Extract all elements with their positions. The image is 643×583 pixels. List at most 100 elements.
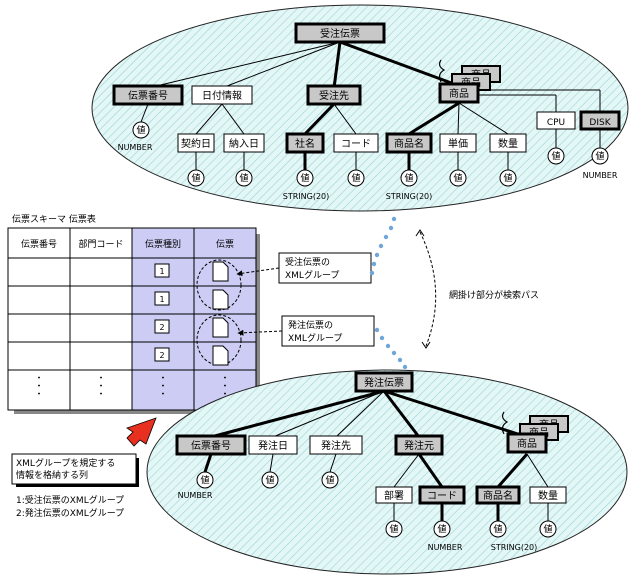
value-label: 値 (200, 474, 209, 486)
svg-text:数量: 数量 (498, 137, 518, 150)
value-label: 値 (389, 523, 398, 535)
top-node-product-name: 商品名 (385, 132, 433, 154)
bottom-node-dept: 部署 (375, 486, 413, 504)
bottom-node-supplier: 発注先 (309, 435, 363, 455)
table-caption: 伝票スキーマ 伝票表 (12, 213, 96, 225)
top-node-date-info-label: 日付情報 (202, 89, 242, 102)
svg-text:発注伝票の: 発注伝票の (288, 319, 333, 331)
svg-text:情報を格納する列: 情報を格納する列 (16, 469, 88, 481)
svg-text:数量: 数量 (538, 489, 558, 502)
bottom-node-quantity: 数量 (529, 486, 567, 504)
column-note: XMLグループを規定する 情報を格納する列 (11, 453, 139, 487)
svg-text:発注日: 発注日 (258, 439, 288, 452)
top-node-date-info: 日付情報 (191, 85, 253, 105)
top-node-contract-date: 契約日 (177, 133, 215, 153)
bottom-node-slip-no: 伝票番号 (175, 434, 247, 456)
svg-text:・・・: ・・・ (158, 374, 167, 400)
top-root-node: 受注伝票 (294, 22, 386, 44)
top-tree-lines (140, 40, 601, 170)
top-node-company-name: 社名 (285, 132, 325, 154)
svg-text:XMLグループ: XMLグループ (288, 332, 342, 344)
value-label: 値 (136, 124, 145, 136)
value-label: 値 (453, 172, 462, 184)
document-icon (212, 289, 229, 310)
type-label: NUMBER (118, 143, 153, 152)
top-node-unit-price: 単価 (439, 133, 477, 153)
bottom-node-product-name: 商品名 (475, 485, 521, 505)
svg-text:CPU: CPU (547, 118, 565, 128)
top-node-slip-no: 伝票番号 (112, 84, 184, 106)
top-node-delivery-date: 納入日 (223, 133, 265, 153)
svg-text:・・・: ・・・ (34, 374, 43, 400)
top-node-cpu: CPU (536, 111, 576, 130)
document-icon (212, 261, 229, 282)
svg-text:伝票番号: 伝票番号 (191, 440, 231, 452)
value-label: 値 (404, 172, 413, 184)
type-label: NUMBER (178, 491, 213, 500)
top-root-label: 受注伝票 (320, 27, 360, 40)
top-node-customer: 受注先 (306, 84, 362, 106)
slip-type-value: 2 (159, 351, 164, 360)
type-label: STRING(20) (386, 192, 433, 201)
type-label: NUMBER (428, 543, 463, 552)
value-label: 値 (325, 474, 334, 486)
document-icons (196, 259, 242, 366)
value-label: 値 (503, 172, 512, 184)
top-type-labels: NUMBER STRING(20) STRING(20) NUMBER (118, 143, 618, 201)
table-ellipsis: ・・・ ・・・ ・・・ ・・・ (34, 374, 229, 400)
value-label: 値 (493, 523, 502, 535)
type-label: STRING(20) (283, 192, 330, 201)
top-node-quantity: 数量 (489, 133, 527, 153)
value-label: 値 (351, 172, 360, 184)
top-node-code: コード (333, 133, 379, 153)
type-label: STRING(20) (491, 543, 538, 552)
svg-text:発注元: 発注元 (404, 439, 434, 452)
svg-text:・・・: ・・・ (220, 374, 229, 400)
document-icon (212, 317, 229, 338)
svg-text:納入日: 納入日 (229, 137, 259, 150)
purchase-group-callout: 発注伝票の XMLグループ (237, 315, 375, 347)
svg-text:部署: 部署 (384, 489, 404, 502)
value-label: 値 (543, 523, 552, 535)
document-icon (212, 345, 229, 366)
svg-text:コード: コード (341, 139, 371, 150)
table-header: 伝票種別 (145, 239, 181, 250)
order-slip-ellipse (91, 4, 629, 212)
bottom-value-circles: 値 値 値 値 値 値 値 (196, 471, 557, 538)
value-label: 値 (191, 172, 200, 184)
svg-text:契約日: 契約日 (181, 137, 211, 150)
value-label: 値 (265, 474, 274, 486)
slip-type-value: 1 (159, 295, 164, 304)
bottom-tree-lines (203, 389, 549, 521)
table-header: 伝票 (216, 239, 234, 250)
top-node-disk: DISK (579, 110, 621, 131)
slip-type-value: 1 (159, 267, 164, 276)
svg-text:DISK: DISK (589, 118, 611, 128)
top-node-slip-no-label: 伝票番号 (128, 90, 168, 102)
top-node-customer-label: 受注先 (319, 89, 349, 102)
svg-text:XMLグループ: XMLグループ (285, 269, 339, 281)
top-node-product-stack: 商品 商品 商品 (438, 65, 501, 104)
svg-text:単価: 単価 (448, 137, 468, 150)
bottom-root-label: 発注伝票 (364, 376, 404, 389)
purchase-slip-ellipse (146, 369, 628, 575)
bottom-type-labels: NUMBER NUMBER STRING(20) (178, 491, 538, 552)
bottom-node-product-stack: 商品 商品 商品 (506, 415, 569, 454)
svg-text:社名: 社名 (295, 137, 315, 150)
bottom-node-order-date: 発注日 (248, 435, 298, 455)
legend-line: 1:受注伝票のXMLグループ (16, 494, 124, 506)
top-node-product-label: 商品 (449, 87, 469, 100)
svg-text:商品名: 商品名 (483, 489, 513, 502)
type-label: NUMBER (583, 171, 618, 180)
bottom-node-origin: 発注元 (394, 434, 444, 456)
table-header: 部門コード (78, 238, 123, 250)
red-arrow (126, 417, 157, 447)
value-label: 値 (239, 172, 248, 184)
svg-text:受注伝票の: 受注伝票の (285, 256, 330, 268)
order-group-callout: 受注伝票の XMLグループ (236, 252, 372, 284)
value-label: 値 (595, 150, 604, 162)
top-value-circles: 値 値 値 値 値 値 値 値 値 値 (132, 121, 609, 187)
svg-text:コード: コード (427, 491, 457, 502)
